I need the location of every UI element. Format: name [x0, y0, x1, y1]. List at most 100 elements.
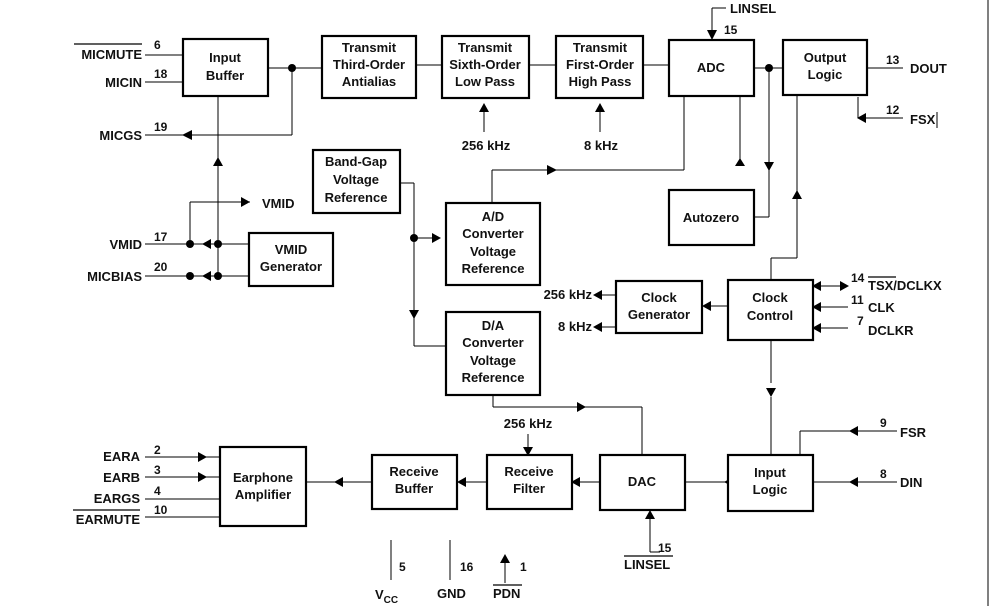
arrow-eara-out: [198, 452, 207, 462]
arrow-linsel-bottom: [645, 510, 655, 519]
arrow-256khz-sixth-order: [479, 103, 489, 112]
block-da-ref-line-4: Reference: [462, 370, 525, 385]
clock-256khz-receive-filter: 256 kHz: [504, 416, 553, 431]
pin-fsx-number: 12: [886, 103, 900, 117]
junction-dot: [765, 64, 773, 72]
block-rx-filter-line-2: Filter: [513, 481, 545, 496]
pin-tsx-dclkx-number: 14: [851, 271, 865, 285]
pin-eara-number: 2: [154, 443, 161, 457]
pin-gnd-number: 16: [460, 560, 474, 574]
pin-eara-label: EARA: [103, 449, 140, 464]
block-da-ref-line-3: Voltage: [470, 353, 516, 368]
arrow-fsr-in: [849, 426, 858, 436]
arrow-autozero-up: [735, 158, 745, 166]
block-input-buffer: Input Buffer: [181, 37, 270, 98]
arrow-linsel-top: [707, 30, 717, 40]
arrow-vmid-out: [241, 197, 250, 207]
junction-dot: [288, 64, 296, 72]
block-vmid-generator: VMID Generator: [247, 231, 335, 288]
arrow-din-in: [849, 477, 858, 487]
pin-gnd-label: GND: [437, 586, 466, 601]
pin-micmute-label: MICMUTE: [81, 47, 142, 62]
block-band-gap-reference: Band-Gap Voltage Reference: [311, 148, 402, 215]
block-da-ref-line-1: D/A: [482, 318, 505, 333]
block-earphone-amp-line-2: Amplifier: [235, 487, 291, 502]
pin-dclkr-number: 7: [857, 314, 864, 328]
pin-linsel-top-number: 15: [724, 23, 738, 37]
block-output-logic-line-1: Output: [804, 50, 847, 65]
pin-dout-label: DOUT: [910, 61, 947, 76]
clock-8khz-output: 8 kHz: [558, 319, 592, 334]
pin-vmid-number: 17: [154, 230, 168, 244]
pin-vcc-name: V: [375, 587, 384, 602]
arrow-clock-to-input-logic: [766, 388, 776, 397]
block-adc-label: ADC: [697, 60, 726, 75]
arrow-filter-to-buffer: [457, 477, 466, 487]
clock-256khz-sixth-order: 256 kHz: [462, 138, 511, 153]
block-sixth-order-line-1: Transmit: [458, 40, 513, 55]
junction-dot: [186, 240, 194, 248]
pin-fsr-number: 9: [880, 416, 887, 430]
block-clock-gen-line-1: Clock: [641, 290, 677, 305]
junction-dot: [214, 240, 222, 248]
pin-earmute-label: EARMUTE: [76, 512, 141, 527]
junction-dots: [186, 64, 773, 280]
arrow-earb-out: [198, 472, 207, 482]
block-third-order-line-1: Transmit: [342, 40, 397, 55]
arrow-autozero-down: [764, 162, 774, 171]
block-sixth-order-line-2: Sixth-Order: [449, 57, 521, 72]
arrow-rx-filter-clock: [523, 447, 533, 456]
pin-din-label: DIN: [900, 475, 922, 490]
block-ad-ref-line-1: A/D: [482, 209, 504, 224]
pin-earb-label: EARB: [103, 470, 140, 485]
block-output-logic: Output Logic: [781, 38, 869, 97]
block-input-buffer-line-1: Input: [209, 50, 241, 65]
pin-micin-label: MICIN: [105, 75, 142, 90]
pin-pdn-label: PDN: [493, 586, 520, 601]
arrow-vmid-left: [202, 239, 211, 249]
pin-eargs-number: 4: [154, 484, 161, 498]
pin-tsx-dclkx-label: TSX/DCLKX: [868, 278, 942, 293]
junction-dot: [214, 272, 222, 280]
block-vmid-gen-line-1: VMID: [275, 242, 308, 257]
block-clock-ctrl-line-1: Clock: [752, 290, 788, 305]
pin-eargs-label: EARGS: [94, 491, 141, 506]
block-input-logic-line-1: Input: [754, 465, 786, 480]
arrow-dclkr-in: [812, 323, 821, 333]
pin-labels: MICMUTE 6 MICIN 18 MICGS 19 VMID VMID 17…: [73, 1, 947, 606]
block-clock-generator: Clock Generator: [614, 279, 704, 335]
block-first-order-line-2: First-Order: [566, 57, 634, 72]
block-clock-control: Clock Control: [726, 278, 815, 342]
pin-micmute-number: 6: [154, 38, 161, 52]
arrow-clk-in: [812, 302, 821, 312]
pin-dout-number: 13: [886, 53, 900, 67]
arrow-micgs: [182, 130, 192, 140]
signal-arrows: [182, 30, 866, 563]
pin-earb-number: 3: [154, 463, 161, 477]
pin-micgs-number: 19: [154, 120, 168, 134]
block-rx-buffer-line-1: Receive: [389, 464, 438, 479]
pin-vcc-number: 5: [399, 560, 406, 574]
pin-micbias-number: 20: [154, 260, 168, 274]
arrow-fsx-in: [857, 113, 866, 123]
arrow-pdn: [500, 554, 510, 563]
pin-clk-label: CLK: [868, 300, 895, 315]
block-band-gap-line-2: Voltage: [333, 172, 379, 187]
arrow-tsx-in: [840, 281, 849, 291]
pin-fsx-label: FSX: [910, 112, 936, 127]
pin-micgs-label: MICGS: [99, 128, 142, 143]
pin-vcc-label: VCC: [375, 587, 398, 606]
pin-fsr-label: FSR: [900, 425, 927, 440]
block-rx-filter-line-1: Receive: [504, 464, 553, 479]
clock-256khz-output: 256 kHz: [544, 287, 593, 302]
pin-dclkr-label: DCLKR: [868, 323, 914, 338]
block-autozero-label: Autozero: [683, 210, 739, 225]
arrow-micbias-left: [202, 271, 211, 281]
block-output-logic-line-2: Logic: [808, 67, 843, 82]
arrow-input-buffer-up: [213, 157, 223, 166]
block-ad-converter-reference: A/D Converter Voltage Reference: [444, 201, 542, 287]
block-vmid-gen-line-2: Generator: [260, 259, 322, 274]
block-dac: DAC: [598, 453, 687, 512]
block-input-logic-line-2: Logic: [753, 482, 788, 497]
